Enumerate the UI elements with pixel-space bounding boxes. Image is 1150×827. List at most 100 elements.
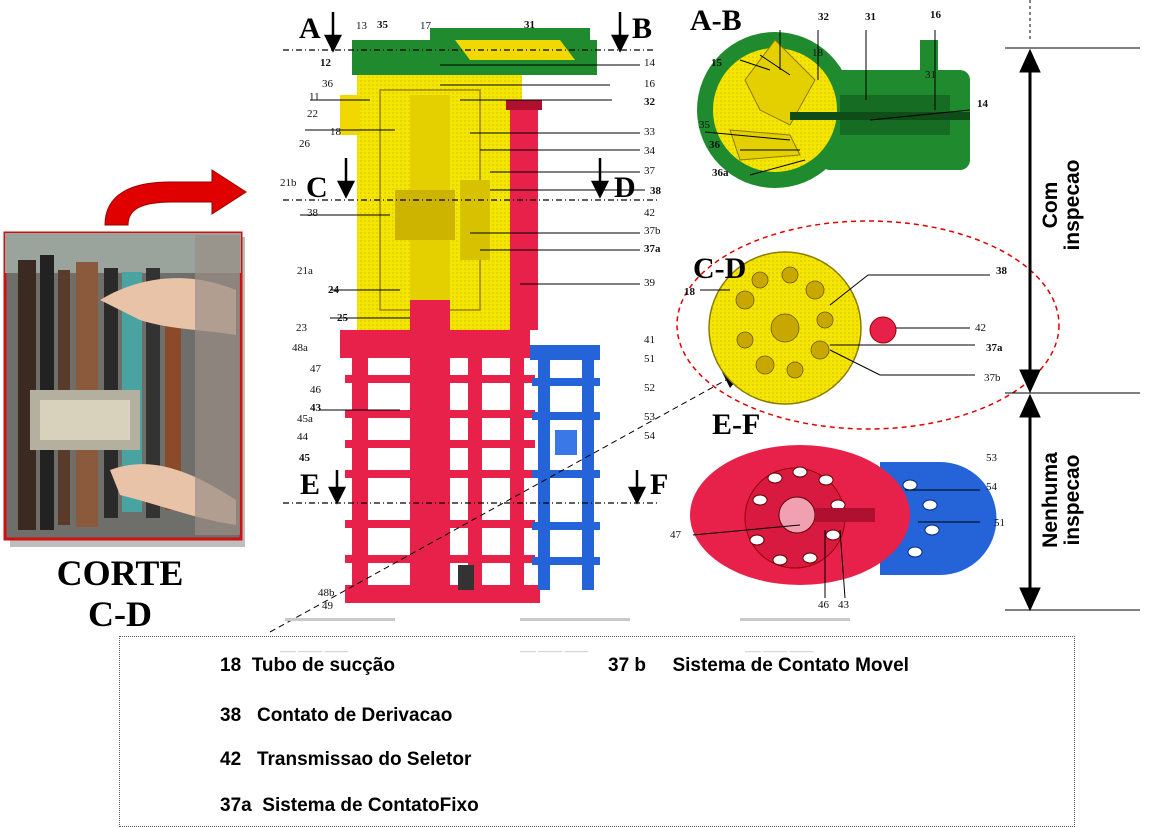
legend-text: Contato de Derivacao xyxy=(256,705,453,726)
ab-part-label: 16 xyxy=(930,9,941,21)
part-label: 37a xyxy=(644,243,661,255)
part-label: 47 xyxy=(310,363,321,375)
ab-part-label: 36a xyxy=(712,167,729,179)
ef-part-label: 54 xyxy=(986,481,997,493)
cd-part-label: 18 xyxy=(684,286,695,298)
section-ef-view xyxy=(690,445,997,599)
part-label: 52 xyxy=(644,382,655,394)
section-title-ab: A-B xyxy=(690,4,742,37)
part-label: 37b xyxy=(644,225,661,237)
section-letter-e: E xyxy=(300,468,321,501)
legend-box: —— ——— ——— —— ——— ——— —— ——— ——— 18 Tubo… xyxy=(119,636,1075,827)
part-label: 34 xyxy=(644,145,655,157)
part-label: 49 xyxy=(322,600,333,612)
legend-item: 37a Sistema de ContatoFixo xyxy=(220,795,479,817)
part-label: 17 xyxy=(420,20,431,32)
part-label: 12 xyxy=(320,57,331,69)
legend-item: 38 Contato de Derivacao xyxy=(220,705,452,727)
main-section-drawing xyxy=(269,12,745,633)
com-line1: Com xyxy=(1039,181,1062,229)
inspection-brackets xyxy=(1005,0,1140,612)
part-label: 31 xyxy=(524,19,535,31)
part-label: 44 xyxy=(297,431,308,443)
part-label: 48a xyxy=(292,342,308,354)
part-label: 38 xyxy=(307,207,318,219)
ef-part-label: 46 xyxy=(818,599,829,611)
part-label: 16 xyxy=(644,78,655,90)
part-label: 18 xyxy=(330,126,341,138)
part-label: 51 xyxy=(644,353,655,365)
part-label: 48b xyxy=(318,587,335,599)
faint-source-text xyxy=(285,618,850,621)
legend-text: Transmissao do Seletor xyxy=(256,749,472,770)
section-letter-f: F xyxy=(650,468,669,501)
legend-text: Tubo de sucção xyxy=(251,655,395,676)
nenhuma-line2: inspecao xyxy=(1061,454,1085,546)
photo-corte-cd xyxy=(3,231,245,547)
part-label: 43 xyxy=(310,402,321,414)
part-label: 38 xyxy=(650,185,661,197)
part-label: 23 xyxy=(296,322,307,334)
com-inspecao-label: Com inspecao xyxy=(1039,140,1085,270)
cd-part-label: 42 xyxy=(975,322,986,334)
legend-text: Sistema de ContatoFixo xyxy=(262,795,479,816)
ab-part-label: 14 xyxy=(977,98,988,110)
part-label: 25 xyxy=(337,312,348,324)
legend-item: 42 Transmissao do Seletor xyxy=(220,749,471,771)
part-label: 35 xyxy=(377,19,388,31)
part-label: 24 xyxy=(328,284,339,296)
part-label: 32 xyxy=(644,96,655,108)
part-label: 45 xyxy=(299,452,310,464)
part-label: 22 xyxy=(307,108,318,120)
part-label: 21a xyxy=(297,265,313,277)
legend-text: Sistema de Contato Movel xyxy=(672,655,909,676)
corte-line2: C-D xyxy=(88,594,152,635)
legend-num: 37 b xyxy=(608,655,647,676)
section-title-cd: C-D xyxy=(693,252,747,285)
ab-part-label: 35 xyxy=(699,119,710,131)
section-ab-view xyxy=(697,30,971,188)
ef-part-label: 53 xyxy=(986,452,997,464)
part-label: 41 xyxy=(644,334,655,346)
section-cd-view xyxy=(676,220,1060,430)
part-label: 11 xyxy=(309,91,320,103)
legend-item: 37 b Sistema de Contato Movel xyxy=(608,655,909,677)
part-label: 14 xyxy=(644,57,655,69)
part-label: 54 xyxy=(644,430,655,442)
part-label: 13 xyxy=(356,20,367,32)
part-label: 45a xyxy=(297,413,313,425)
part-label: 36 xyxy=(322,78,333,90)
part-label: 26 xyxy=(299,138,310,150)
corte-caption: CORTE C-D xyxy=(20,553,220,636)
section-letter-a: A xyxy=(299,12,321,45)
nenhuma-line1: Nenhuma xyxy=(1039,452,1062,548)
ab-part-label: 15 xyxy=(711,57,722,69)
legend-num: 37a xyxy=(220,795,252,816)
legend-num: 18 xyxy=(220,655,242,676)
section-title-ef: E-F xyxy=(712,408,761,441)
part-label: 46 xyxy=(310,384,321,396)
part-label: 21b xyxy=(280,177,297,189)
section-letter-b: B xyxy=(632,12,653,45)
ef-part-label: 43 xyxy=(838,599,849,611)
legend-num: 38 xyxy=(220,705,242,726)
legend-num: 42 xyxy=(220,749,242,770)
red-curved-arrow xyxy=(104,169,247,226)
cd-part-label: 38 xyxy=(996,265,1007,277)
ab-part-label: 31 xyxy=(865,11,876,23)
part-label: 42 xyxy=(644,207,655,219)
part-label: 53 xyxy=(644,411,655,423)
part-label: 33 xyxy=(644,126,655,138)
legend-item: 18 Tubo de sucção xyxy=(220,655,395,677)
section-letter-c: C xyxy=(306,171,328,204)
com-line2: inspecao xyxy=(1061,159,1085,251)
cd-part-label: 37b xyxy=(984,372,1001,384)
corte-line1: CORTE xyxy=(56,553,184,593)
nenhuma-inspecao-label: Nenhuma inspecao xyxy=(1039,410,1085,590)
part-label: 37 xyxy=(644,165,655,177)
ab-part-label: 36 xyxy=(709,139,720,151)
ab-part-label: 31 xyxy=(925,69,936,81)
section-letter-d: D xyxy=(614,171,636,204)
cd-part-label: 37a xyxy=(986,342,1003,354)
ab-part-label: 18 xyxy=(812,47,823,59)
